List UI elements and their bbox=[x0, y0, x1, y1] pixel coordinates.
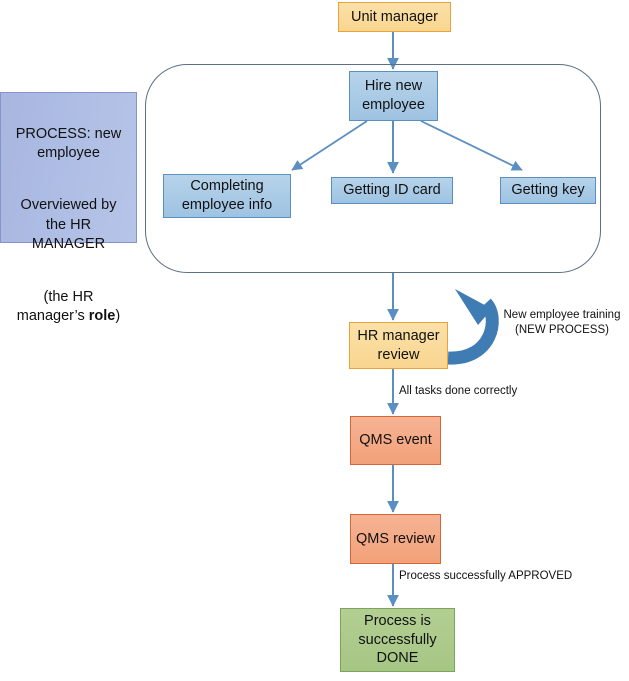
callout-line-3: (the HR manager’s role) bbox=[11, 288, 126, 327]
process-scope-container bbox=[145, 64, 601, 273]
node-hr-manager-review[interactable]: HR manager review bbox=[349, 322, 448, 369]
label-all-tasks-done: All tasks done correctly bbox=[399, 385, 518, 397]
callout-line-2: Overviewed by the HR MANAGER bbox=[20, 197, 117, 253]
node-getting-key[interactable]: Getting key bbox=[500, 177, 596, 204]
node-process-done[interactable]: Process is successfully DONE bbox=[340, 608, 455, 672]
node-qms-review[interactable]: QMS review bbox=[350, 514, 441, 564]
callout-line-3-suffix: ) bbox=[115, 308, 121, 325]
node-hire-new-employee[interactable]: Hire new employee bbox=[349, 71, 438, 121]
callout-line-3-prefix: (the HR manager’s bbox=[16, 288, 94, 325]
node-completing-employee-info[interactable]: Completing employee info bbox=[163, 174, 291, 218]
loop-arrow-new-employee-training bbox=[447, 289, 499, 365]
callout-line-1: PROCESS: new employee bbox=[15, 125, 122, 162]
node-qms-event[interactable]: QMS event bbox=[350, 416, 441, 465]
label-process-approved: Process successfully APPROVED bbox=[399, 570, 573, 582]
node-getting-id-card[interactable]: Getting ID card bbox=[331, 177, 453, 204]
callout-line-3-bold: role bbox=[88, 308, 116, 325]
node-unit-manager[interactable]: Unit manager bbox=[338, 2, 451, 32]
callout-process-description: PROCESS: new employee Overviewed by the … bbox=[0, 92, 137, 324]
label-new-employee-training: New employee training (NEW PROCESS) bbox=[503, 309, 621, 337]
